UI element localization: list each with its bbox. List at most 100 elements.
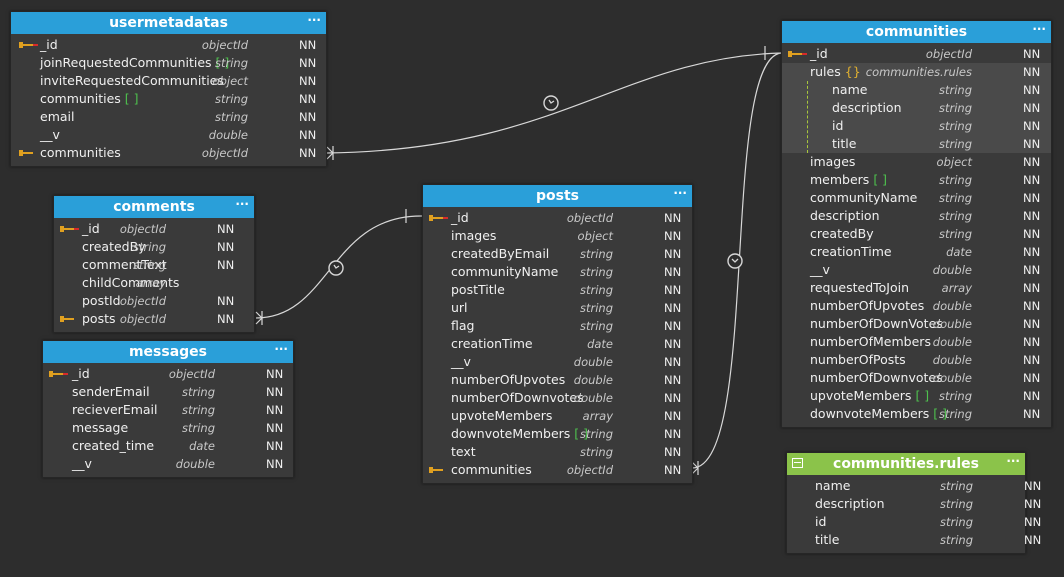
not-null-flag: NN — [1024, 515, 1042, 529]
array-bracket-icon: [ ] — [915, 388, 930, 403]
entity-header[interactable]: posts··· — [423, 185, 692, 207]
entity-menu-icon[interactable]: ··· — [235, 197, 249, 211]
field-name: communityName — [451, 264, 559, 279]
entity-header[interactable]: communities.rules··· — [787, 453, 1025, 475]
field-type: objectId — [566, 463, 613, 477]
entity-header[interactable]: usermetadatas··· — [11, 12, 326, 34]
primary-key-icon — [19, 42, 33, 48]
not-null-flag: NN — [1023, 281, 1041, 295]
field-name: message — [72, 420, 129, 435]
field-type: double — [208, 128, 248, 142]
field-name: communities — [40, 145, 121, 160]
field-name: numberOfUpvotes — [810, 298, 925, 313]
entity-header[interactable]: messages··· — [43, 341, 293, 363]
entity-menu-icon[interactable]: ··· — [1032, 22, 1046, 36]
entity-header[interactable]: comments··· — [54, 196, 254, 218]
field-name: communityName — [810, 190, 918, 205]
field-name: recieverEmail — [72, 402, 158, 417]
not-null-flag: NN — [299, 56, 317, 70]
not-null-flag: NN — [1023, 173, 1041, 187]
relationship-usermetadatas-communities — [326, 52, 782, 154]
entity-menu-icon[interactable]: ··· — [307, 13, 321, 27]
object-brace-icon: {} — [844, 64, 861, 79]
entity-header[interactable]: communities··· — [782, 21, 1051, 43]
entity-menu-icon[interactable]: ··· — [673, 186, 687, 200]
field-type: double — [932, 335, 972, 349]
not-null-flag: NN — [299, 128, 317, 142]
entity-menu-icon[interactable]: ··· — [1006, 454, 1020, 468]
entity-menu-icon[interactable]: ··· — [274, 342, 288, 356]
field-name: numberOfDownvotes — [451, 390, 584, 405]
field-type: objectId — [925, 47, 972, 61]
field-type: object — [936, 155, 972, 169]
